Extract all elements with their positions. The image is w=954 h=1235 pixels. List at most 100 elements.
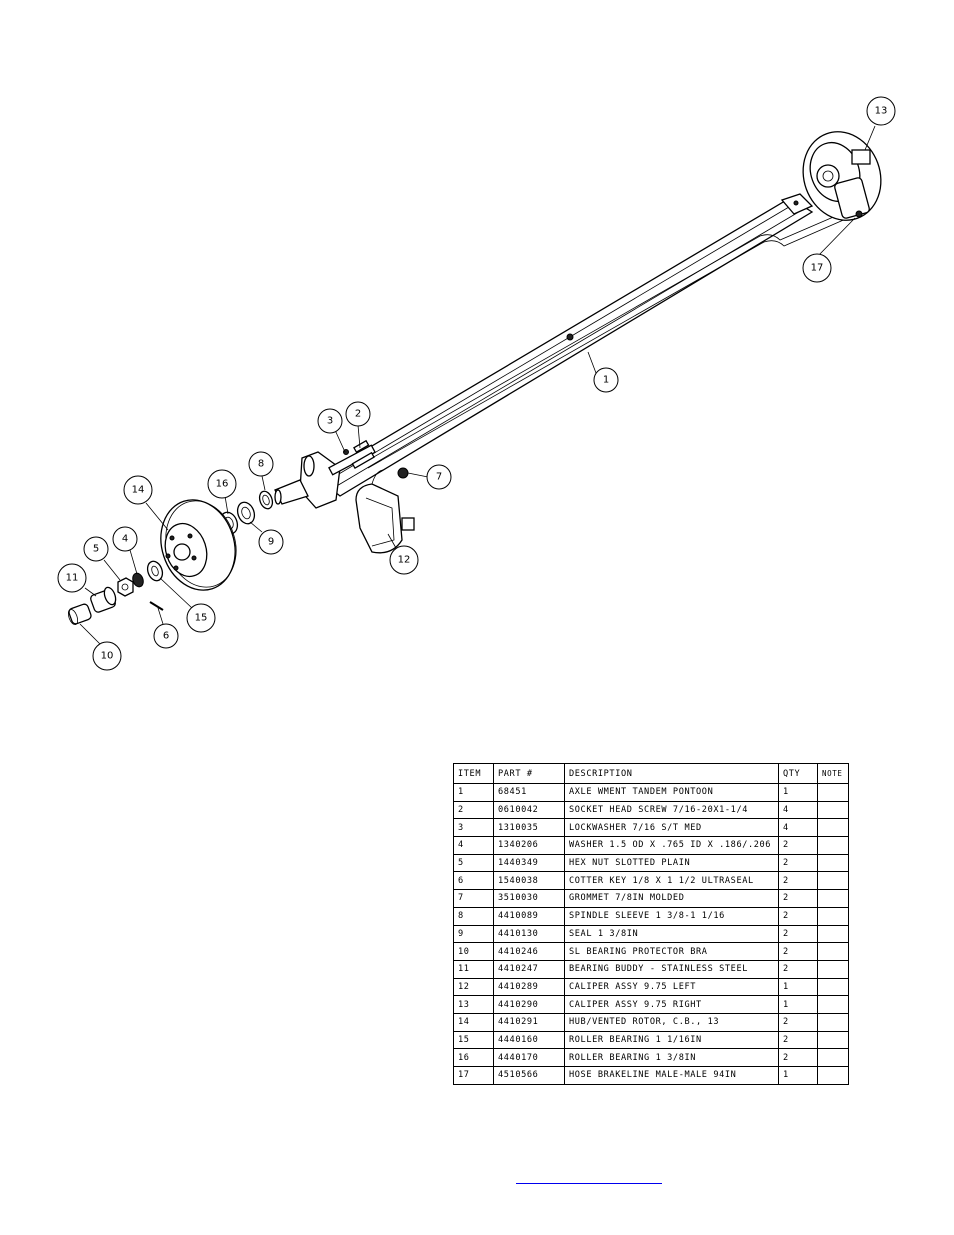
bom-cell-note bbox=[817, 1066, 849, 1085]
bom-cell-item: 4 bbox=[453, 836, 494, 855]
bom-cell-part: 4410246 bbox=[493, 942, 565, 961]
bom-cell-part: 4410289 bbox=[493, 977, 565, 997]
bom-cell-qty: 2 bbox=[778, 853, 818, 873]
bom-cell-description: AXLE WMENT TANDEM PONTOON bbox=[564, 783, 779, 802]
bom-cell-item: 14 bbox=[453, 1012, 494, 1032]
bearing-buddy bbox=[90, 586, 117, 613]
seal bbox=[236, 501, 256, 525]
bom-cell-description: BEARING BUDDY - STAINLESS STEEL bbox=[564, 959, 779, 979]
bom-cell-note bbox=[817, 959, 849, 979]
bom-cell-part: 1340206 bbox=[493, 836, 565, 855]
svg-text:8: 8 bbox=[258, 459, 264, 470]
spindle-sleeve bbox=[258, 490, 274, 510]
bom-cell-note bbox=[817, 1012, 849, 1032]
callout-15: 15 bbox=[186, 603, 216, 633]
bom-cell-description: CALIPER ASSY 9.75 RIGHT bbox=[564, 995, 779, 1014]
bom-cell-item: 12 bbox=[453, 977, 494, 997]
bom-cell-part: 4410130 bbox=[493, 924, 565, 944]
bom-cell-item: 15 bbox=[453, 1030, 494, 1050]
bom-cell-description: GROMMET 7/8IN MOLDED bbox=[564, 889, 779, 908]
svg-text:13: 13 bbox=[875, 106, 888, 117]
callout-17: 17 bbox=[802, 253, 832, 283]
bom-cell-note bbox=[817, 1030, 849, 1050]
bom-header-row: ITEM PART # DESCRIPTION QTY NOTE bbox=[453, 763, 849, 784]
bom-cell-note bbox=[817, 1048, 849, 1067]
bom-cell-note bbox=[817, 942, 849, 961]
bom-cell-note bbox=[817, 818, 849, 838]
bom-cell-note bbox=[817, 995, 849, 1014]
bom-cell-qty: 1 bbox=[778, 995, 818, 1014]
bom-header-description: DESCRIPTION bbox=[564, 763, 779, 784]
axle-tube bbox=[316, 197, 849, 497]
roller-bearing-small bbox=[146, 560, 164, 582]
bom-cell-part: 4510566 bbox=[493, 1066, 565, 1085]
callout-16: 16 bbox=[207, 469, 237, 499]
bom-cell-description: HEX NUT SLOTTED PLAIN bbox=[564, 853, 779, 873]
bom-cell-description: SOCKET HEAD SCREW 7/16-20X1-1/4 bbox=[564, 800, 779, 820]
svg-text:6: 6 bbox=[163, 631, 169, 642]
bom-cell-qty: 2 bbox=[778, 906, 818, 926]
bom-cell-note bbox=[817, 871, 849, 891]
bom-cell-qty: 2 bbox=[778, 871, 818, 891]
bom-cell-qty: 2 bbox=[778, 836, 818, 855]
callout-13: 13 bbox=[866, 96, 896, 126]
callout-8: 8 bbox=[248, 451, 274, 477]
svg-text:1: 1 bbox=[603, 375, 609, 386]
bom-cell-part: 4410247 bbox=[493, 959, 565, 979]
bom-cell-qty: 2 bbox=[778, 942, 818, 961]
svg-text:10: 10 bbox=[101, 651, 114, 662]
screw-and-lockwasher bbox=[343, 439, 375, 469]
bom-header-note: NOTE bbox=[817, 763, 849, 784]
callout-2: 2 bbox=[345, 401, 371, 427]
bom-cell-item: 6 bbox=[453, 871, 494, 891]
bom-cell-description: LOCKWASHER 7/16 S/T MED bbox=[564, 818, 779, 838]
leader-lines bbox=[79, 125, 876, 645]
bom-header-item: ITEM bbox=[453, 763, 494, 784]
footer-link[interactable] bbox=[516, 1173, 662, 1184]
bom-cell-description: COTTER KEY 1/8 X 1 1/2 ULTRASEAL bbox=[564, 871, 779, 891]
bom-cell-item: 17 bbox=[453, 1066, 494, 1085]
bom-cell-part: 4440160 bbox=[493, 1030, 565, 1050]
callout-5: 5 bbox=[83, 536, 109, 562]
svg-text:11: 11 bbox=[66, 573, 79, 584]
bom-cell-note bbox=[817, 783, 849, 802]
svg-text:14: 14 bbox=[132, 485, 145, 496]
bom-cell-qty: 2 bbox=[778, 924, 818, 944]
bom-header-qty: QTY bbox=[778, 763, 818, 784]
bom-cell-item: 9 bbox=[453, 924, 494, 944]
bom-cell-part: 0610042 bbox=[493, 800, 565, 820]
bom-cell-item: 8 bbox=[453, 906, 494, 926]
right-hub-rotor bbox=[780, 131, 882, 221]
bom-header-part: PART # bbox=[493, 763, 565, 784]
bom-cell-qty: 2 bbox=[778, 1012, 818, 1032]
bom-cell-part: 4440170 bbox=[493, 1048, 565, 1067]
bom-cell-qty: 2 bbox=[778, 1030, 818, 1050]
callout-4: 4 bbox=[112, 526, 138, 552]
bom-cell-description: SL BEARING PROTECTOR BRA bbox=[564, 942, 779, 961]
bom-cell-qty: 2 bbox=[778, 1048, 818, 1067]
bom-cell-note bbox=[817, 889, 849, 908]
bom-cell-note bbox=[817, 836, 849, 855]
bom-cell-part: 3510030 bbox=[493, 889, 565, 908]
svg-text:7: 7 bbox=[436, 472, 442, 483]
bom-cell-description: WASHER 1.5 OD X .765 ID X .186/.206 bbox=[564, 836, 779, 855]
bom-cell-description: HUB/VENTED ROTOR, C.B., 13 bbox=[564, 1012, 779, 1032]
bom-cell-qty: 2 bbox=[778, 959, 818, 979]
bom-cell-qty: 2 bbox=[778, 889, 818, 908]
grommet bbox=[397, 467, 409, 479]
callout-12: 12 bbox=[389, 545, 419, 575]
bom-cell-part: 68451 bbox=[493, 783, 565, 802]
exploded-axle-diagram: 1 2 3 4 5 6 7 8 9 10 11 12 13 14 15 16 1… bbox=[57, 96, 896, 671]
